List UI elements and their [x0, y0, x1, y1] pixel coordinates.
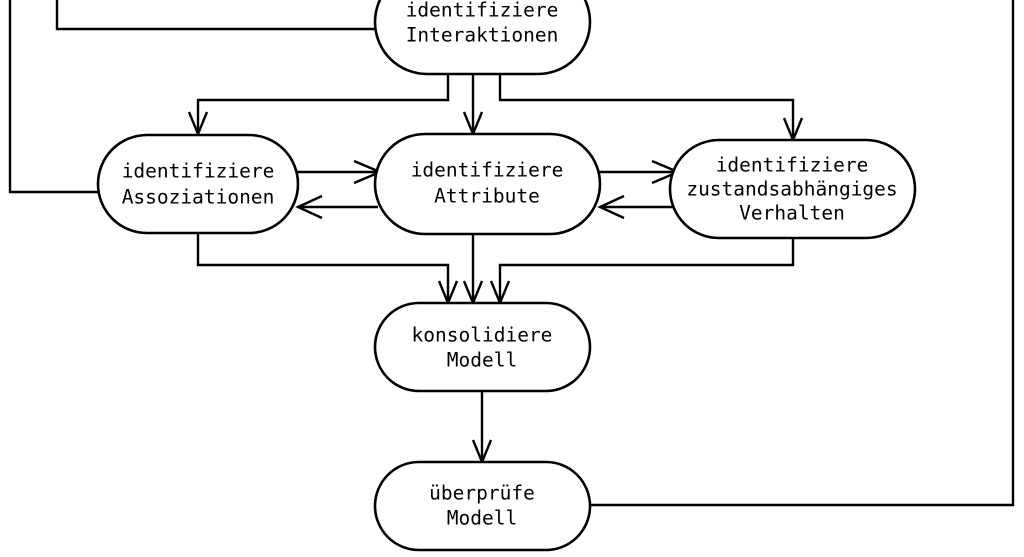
node-label-assoziationen-line1: identifiziere: [122, 160, 275, 183]
node-label-interaktionen-line2: Interaktionen: [406, 24, 559, 47]
node-identifiziere-interaktionen[interactable]: identifiziere Interaktionen: [373, 0, 592, 76]
edge-assoziationen-feedback-left: [8, 0, 98, 194]
node-label-konsolidiere-line1: konsolidiere: [412, 324, 553, 347]
arrowhead-attribute-right-in: [597, 194, 625, 220]
node-label-assoziationen-line2: Assoziationen: [122, 186, 275, 209]
node-identifiziere-zustandsabhaengiges-verhalten[interactable]: identifiziere zustandsabhängiges Verhalt…: [668, 138, 917, 240]
node-shape-interaktionen: [373, 0, 592, 76]
node-label-zustand-line2: zustandsabhängiges: [686, 178, 897, 201]
edge-assoziationen-konsolidiere: [196, 233, 450, 300]
node-label-ueberpruefe-line2: Modell: [447, 507, 517, 530]
arrowhead-assoziationen-right-in: [295, 194, 323, 220]
node-label-ueberpruefe-line1: überprüfe: [429, 482, 535, 505]
node-label-zustand-line3: Verhalten: [739, 202, 845, 225]
node-label-zustand-line1: identifiziere: [716, 154, 869, 177]
edge-interaktionen-assoziationen: [196, 74, 450, 131]
node-identifiziere-assoziationen[interactable]: identifiziere Assoziationen: [96, 133, 300, 235]
node-label-attribute-line1: identifiziere: [411, 159, 564, 182]
node-shape-attribute: [373, 132, 602, 236]
edge-ueberpruefe-feedback-right: [590, 0, 1015, 507]
node-label-attribute-line2: Attribute: [434, 185, 540, 208]
edge-zustand-konsolidiere: [498, 238, 795, 300]
edge-interaktionen-inlet-left: [55, 0, 377, 31]
node-konsolidiere-modell[interactable]: konsolidiere Modell: [373, 301, 592, 393]
node-shape-ueberpruefe: [373, 460, 592, 552]
edge-layer: [8, 0, 1015, 507]
node-ueberpruefe-modell[interactable]: überprüfe Modell: [373, 460, 592, 552]
node-label-konsolidiere-line2: Modell: [447, 349, 517, 372]
edge-interaktionen-zustand: [498, 74, 795, 137]
node-shape-zustandsabhaengiges: [668, 138, 917, 240]
node-label-interaktionen-line1: identifiziere: [406, 0, 559, 22]
node-shape-assoziationen: [96, 133, 300, 235]
node-identifiziere-attribute[interactable]: identifiziere Attribute: [373, 132, 602, 236]
node-shape-konsolidiere: [373, 301, 592, 393]
node-layer: identifiziere Interaktionen identifizier…: [96, 0, 917, 552]
